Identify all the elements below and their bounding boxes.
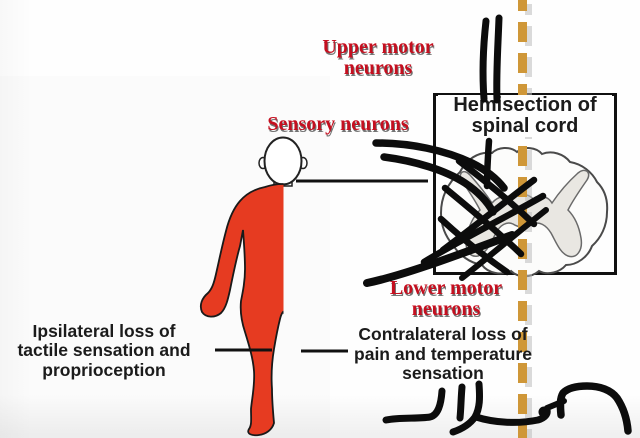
bottom-stroke-j1: [456, 383, 466, 422]
crosshatch-fwd-2: [420, 192, 547, 266]
bottom-blob: [538, 406, 550, 418]
body-silhouette: [201, 184, 365, 435]
label-upper-motor-neurons: Upper motor neurons: [322, 36, 434, 79]
crosshatch-back-3: [437, 215, 511, 276]
crosshatch-fwd-3: [459, 207, 549, 281]
lower-motor-stroke: [363, 231, 516, 287]
sensory-stroke-2: [380, 153, 497, 216]
label-ipsilateral-loss: Ipsilateral loss of tactile sensation an…: [17, 321, 191, 380]
bottom-stroke-to-dash: [472, 406, 551, 426]
label-contralateral-loss: Contralateral loss of pain and temperatu…: [354, 324, 532, 383]
label-lower-motor-neurons: Lower motor neurons: [389, 277, 503, 320]
upper-motor-stroke-1: [479, 17, 490, 103]
label-hemisection-of-spinal-cord: Hemisection of spinal cord: [438, 95, 612, 137]
crosshatch-back-1: [455, 157, 538, 228]
bottom-stroke-j2: [449, 380, 483, 436]
bottom-arch: [556, 382, 632, 435]
lesion-dashed-line-icon: [518, 0, 527, 438]
label-sensory-neurons: Sensory neurons: [267, 113, 409, 135]
upper-motor-stroke-2: [493, 14, 503, 104]
bottom-stroke-left: [382, 387, 446, 424]
sensory-stroke-1: [372, 139, 508, 192]
